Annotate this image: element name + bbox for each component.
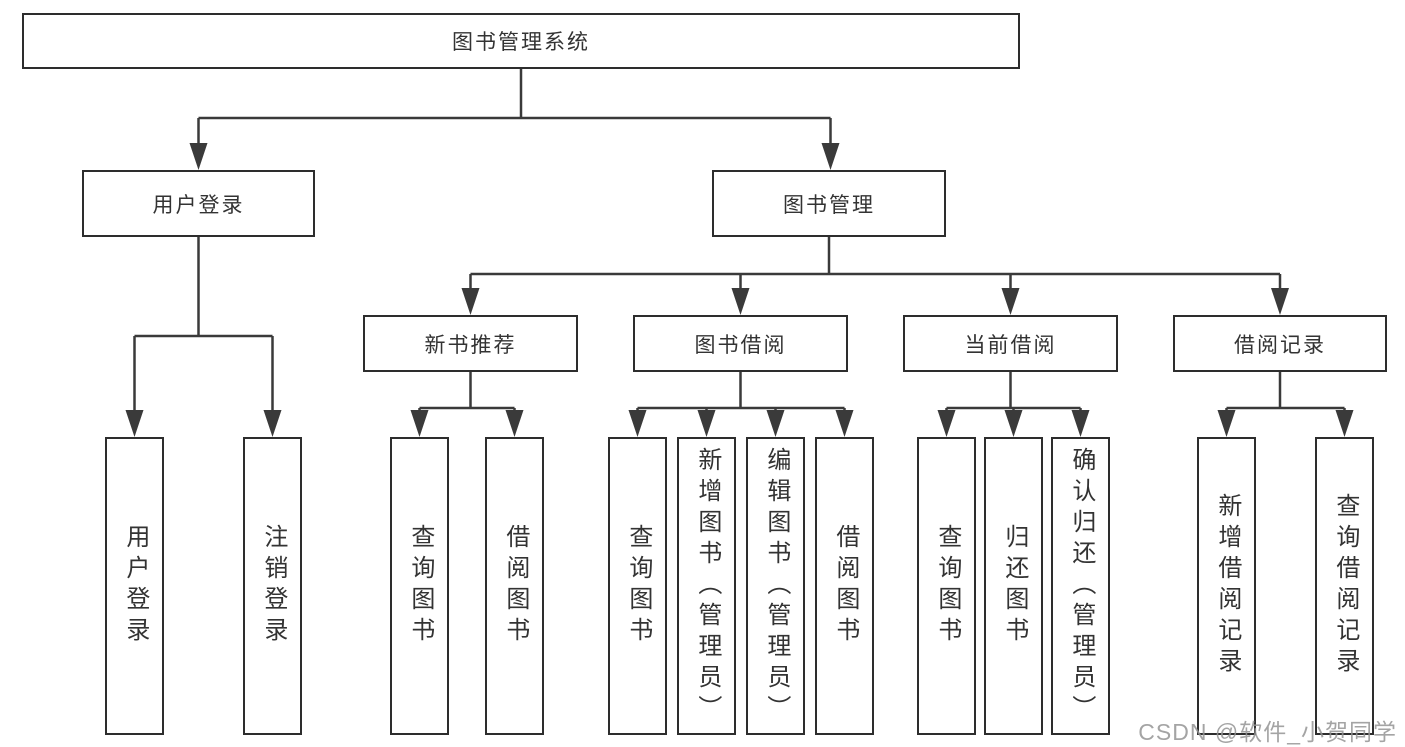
node-label: 查询图书: [624, 524, 652, 648]
node-leaf-confirm-return-admin: 确认归还（管理员）: [1051, 437, 1110, 735]
node-book-management: 图书管理: [712, 170, 946, 237]
node-label: 借阅图书: [831, 524, 859, 648]
node-leaf-add-book-admin: 新增图书（管理员）: [677, 437, 736, 735]
node-leaf-query-borrow-record: 查询借阅记录: [1315, 437, 1374, 735]
node-label: 编辑图书（管理员）: [762, 446, 790, 726]
node-label: 新增图书（管理员）: [693, 446, 721, 726]
node-label: 图书借阅: [694, 333, 787, 357]
node-leaf-return-book: 归还图书: [984, 437, 1043, 735]
node-borrow-records: 借阅记录: [1173, 315, 1387, 372]
node-label: 当前借阅: [964, 333, 1057, 357]
node-label: 注销登录: [259, 524, 287, 648]
node-new-book-recommend: 新书推荐: [363, 315, 578, 372]
node-leaf-edit-book-admin: 编辑图书（管理员）: [746, 437, 805, 735]
arrowheads-book-borrow-leaves: [628, 410, 854, 437]
node-root-system: 图书管理系统: [22, 13, 1020, 69]
node-current-borrow: 当前借阅: [903, 315, 1118, 372]
connector-root-to-level2: [197, 69, 832, 145]
node-leaf-add-borrow-record: 新增借阅记录: [1197, 437, 1256, 735]
node-label: 查询图书: [933, 524, 961, 648]
arrowheads-root-to-level2: [189, 143, 840, 170]
node-label: 新增借阅记录: [1213, 493, 1241, 679]
arrowheads-borrow-records-leaves: [1217, 410, 1354, 437]
node-label: 新书推荐: [424, 333, 517, 357]
node-leaf-user-login: 用户登录: [105, 437, 164, 735]
connector-new-book-to-leaves: [418, 372, 516, 414]
node-label: 图书管理: [783, 193, 875, 217]
node-label: 图书管理系统: [452, 31, 590, 54]
connector-book-borrow-to-leaves: [636, 372, 846, 414]
node-label: 查询图书: [406, 524, 434, 648]
arrowheads-new-book-leaves: [410, 410, 524, 437]
node-label: 查询借阅记录: [1331, 493, 1359, 679]
node-label: 借阅记录: [1234, 333, 1326, 357]
node-label: 确认归还（管理员）: [1067, 446, 1095, 726]
arrowheads-current-borrow-leaves: [937, 410, 1090, 437]
node-label: 借阅图书: [501, 524, 529, 648]
node-leaf-query-books-current: 查询图书: [917, 437, 976, 735]
arrowheads-book-mgmt-level3: [461, 288, 1289, 315]
node-user-login: 用户登录: [82, 170, 315, 237]
node-leaf-borrow-books: 借阅图书: [815, 437, 874, 735]
node-label: 用户登录: [121, 524, 149, 648]
connector-borrow-records-to-leaves: [1225, 372, 1346, 414]
connector-user-login-to-leaves: [133, 237, 274, 412]
node-book-borrow: 图书借阅: [633, 315, 848, 372]
node-label: 用户登录: [152, 193, 245, 217]
connector-current-borrow-to-leaves: [945, 372, 1082, 414]
node-label: 归还图书: [1000, 524, 1028, 648]
csdn-watermark: CSDN @软件_小贺同学: [1138, 719, 1397, 745]
connector-book-mgmt-to-level3: [469, 237, 1282, 290]
node-leaf-logout: 注销登录: [243, 437, 302, 735]
node-leaf-borrow-books-recommend: 借阅图书: [485, 437, 544, 735]
node-leaf-query-books-borrow: 查询图书: [608, 437, 667, 735]
arrowheads-user-login-leaves: [125, 410, 282, 437]
node-leaf-query-books-recommend: 查询图书: [390, 437, 449, 735]
